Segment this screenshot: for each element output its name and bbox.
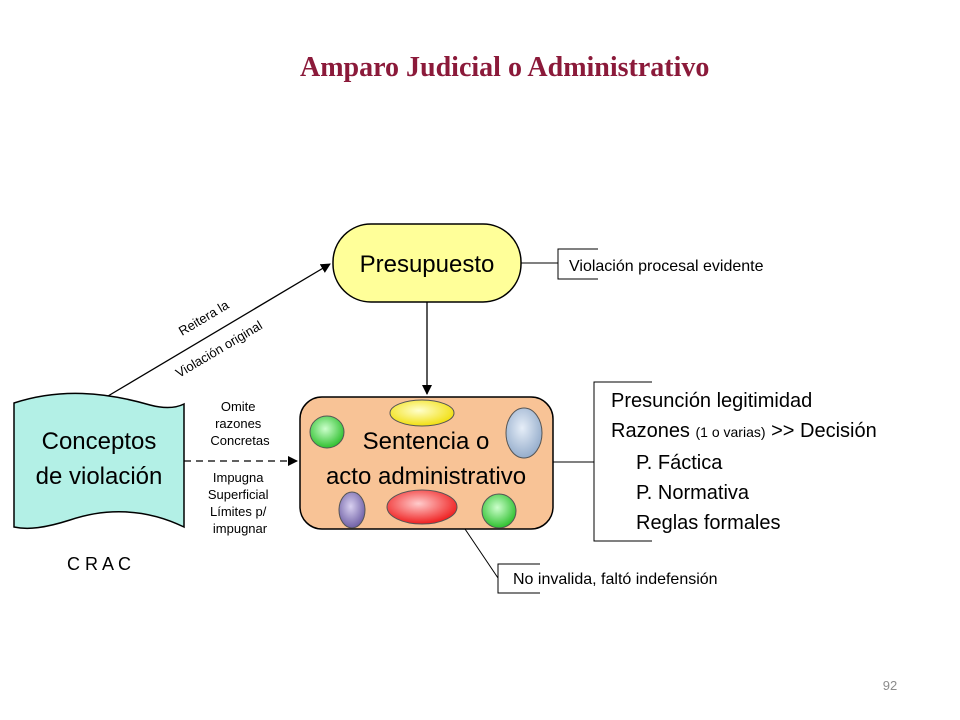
red-ellipse <box>386 489 458 525</box>
impugna-line-4: impugnar <box>213 521 268 536</box>
yellow-ellipse <box>389 399 455 427</box>
decision-text: >> Decisión <box>766 420 877 442</box>
impugna-label: Impugna Superficial Límites p/ impugnar <box>208 470 272 536</box>
green-ellipse-right <box>481 493 517 529</box>
violacion-procesal-text: Violación procesal evidente <box>569 258 764 275</box>
bracket-line-4: P. Normativa <box>636 482 750 504</box>
green-ellipse-left <box>309 415 345 449</box>
omite-line-2: razones <box>215 416 262 431</box>
conceptos-to-presupuesto-arrow <box>107 263 331 397</box>
sentencia-node <box>299 396 554 530</box>
bracket-line-3: P. Fáctica <box>636 452 723 474</box>
no-invalida-connector <box>464 528 499 579</box>
page-number: 92 <box>882 678 898 693</box>
reitera-label: Reitera la <box>176 297 232 339</box>
presupuesto-label: Presupuesto <box>360 251 495 278</box>
razones-text: Razones <box>611 420 696 442</box>
violacion-procesal-bracket <box>557 248 598 280</box>
bracket-line-5: Reglas formales <box>636 512 781 534</box>
crac-label: C R A C <box>67 554 131 574</box>
omite-label: Omite razones Concretas <box>210 399 270 448</box>
omite-line-1: Omite <box>221 399 256 414</box>
razones-count-text: (1 o varias) <box>696 424 766 440</box>
purple-ellipse <box>338 491 366 529</box>
impugna-line-2: Superficial <box>208 487 269 502</box>
conceptos-label-line2: de violación <box>36 463 163 490</box>
bracket-line-1: Presunción legitimidad <box>611 390 812 412</box>
impugna-line-3: Límites p/ <box>210 504 267 519</box>
no-invalida-bracket <box>497 563 540 594</box>
sentencia-label-line2: acto administrativo <box>326 463 526 490</box>
sentencia-label-line1: Sentencia o <box>363 428 490 455</box>
omite-line-3: Concretas <box>210 433 270 448</box>
decision-bracket <box>593 381 652 542</box>
bracket-line-2: Razones (1 o varias) >> Decisión <box>611 420 877 442</box>
conceptos-node <box>13 392 185 530</box>
slide-title: Amparo Judicial o Administrativo <box>300 52 710 83</box>
conceptos-label-line1: Conceptos <box>42 428 157 455</box>
impugna-line-1: Impugna <box>213 470 264 485</box>
no-invalida-text: No invalida, faltó indefensión <box>513 571 718 588</box>
blue-ellipse <box>505 407 543 459</box>
